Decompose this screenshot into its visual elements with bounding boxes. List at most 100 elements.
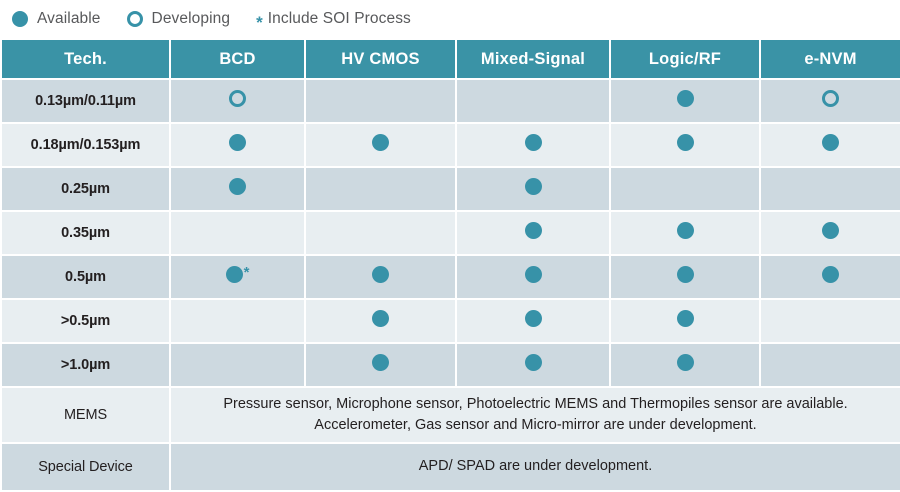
legend: Available Developing * Include SOI Proce… xyxy=(0,0,900,38)
table-row: 0.25µm xyxy=(0,166,900,212)
filled-circle-icon xyxy=(676,354,694,371)
cell-bcd xyxy=(169,122,306,168)
cell-bcd: * xyxy=(169,254,306,300)
mark-available xyxy=(524,134,542,151)
filled-circle-icon xyxy=(12,11,28,27)
hollow-circle-icon xyxy=(229,90,246,107)
table-row: 0.18µm/0.153µm xyxy=(0,122,900,168)
filled-circle-icon xyxy=(524,354,542,371)
column-header-bcd: BCD xyxy=(169,38,306,80)
mark-available xyxy=(822,222,839,239)
column-header-tech: Tech. xyxy=(0,38,171,80)
cell-hv-cmos xyxy=(304,122,457,168)
filled-circle-icon xyxy=(676,266,694,283)
asterisk-icon: * xyxy=(256,12,263,32)
technology-matrix: Tech. BCD HV CMOS Mixed-Signal Logic/RF … xyxy=(0,38,900,492)
filled-circle-icon xyxy=(524,222,542,239)
filled-circle-icon xyxy=(372,310,389,327)
mark-available xyxy=(524,178,542,195)
mark-available xyxy=(676,90,694,107)
cell-e-nvm xyxy=(759,122,900,168)
row-label-mems: MEMS xyxy=(0,386,171,444)
legend-item-developing: Developing xyxy=(126,10,231,28)
legend-item-available: Available xyxy=(12,10,101,28)
cell-logic-rf xyxy=(609,342,761,388)
mark-available xyxy=(229,134,246,151)
cell-e-nvm xyxy=(759,78,900,124)
row-label: 0.13µm/0.11µm xyxy=(0,78,171,124)
cell-logic-rf xyxy=(609,166,761,212)
cell-hv-cmos xyxy=(304,342,457,388)
cell-logic-rf xyxy=(609,298,761,344)
filled-circle-icon xyxy=(524,178,542,195)
cell-mixed-signal xyxy=(455,210,611,256)
header-row: Tech. BCD HV CMOS Mixed-Signal Logic/RF … xyxy=(0,38,900,80)
filled-circle-icon xyxy=(229,134,246,151)
row-label: >1.0µm xyxy=(0,342,171,388)
mems-note-line-2: Accelerometer, Gas sensor and Micro-mirr… xyxy=(314,417,757,433)
cell-bcd xyxy=(169,166,306,212)
table-header: Tech. BCD HV CMOS Mixed-Signal Logic/RF … xyxy=(0,38,900,80)
column-header-hv-cmos: HV CMOS xyxy=(304,38,457,80)
cell-logic-rf xyxy=(609,210,761,256)
cell-bcd xyxy=(169,342,306,388)
cell-bcd xyxy=(169,210,306,256)
table-row-special-device: Special Device APD/ SPAD are under devel… xyxy=(0,442,900,492)
mark-available xyxy=(372,310,389,327)
mark-available xyxy=(229,178,246,195)
row-label: 0.25µm xyxy=(0,166,171,212)
row-label: 0.35µm xyxy=(0,210,171,256)
mark-available xyxy=(372,354,389,371)
row-label: 0.18µm/0.153µm xyxy=(0,122,171,168)
cell-e-nvm xyxy=(759,166,900,212)
table-row: >1.0µm xyxy=(0,342,900,388)
filled-circle-icon xyxy=(225,266,243,283)
cell-mixed-signal xyxy=(455,298,611,344)
filled-circle-icon xyxy=(822,134,839,151)
row-label: >0.5µm xyxy=(0,298,171,344)
mark-available xyxy=(676,134,694,151)
legend-label-soi: Include SOI Process xyxy=(267,10,411,27)
mark-available xyxy=(822,266,839,283)
cell-bcd xyxy=(169,298,306,344)
special-device-note-cell: APD/ SPAD are under development. xyxy=(169,442,900,492)
filled-circle-icon xyxy=(676,90,694,107)
cell-logic-rf xyxy=(609,254,761,300)
table-row-mems: MEMS Pressure sensor, Microphone sensor,… xyxy=(0,386,900,444)
technology-table: Tech. BCD HV CMOS Mixed-Signal Logic/RF … xyxy=(0,38,900,492)
cell-hv-cmos xyxy=(304,298,457,344)
cell-mixed-signal xyxy=(455,122,611,168)
filled-circle-icon xyxy=(676,310,694,327)
cell-hv-cmos xyxy=(304,210,457,256)
cell-mixed-signal xyxy=(455,166,611,212)
mark-available xyxy=(676,266,694,283)
filled-circle-icon xyxy=(524,134,542,151)
column-header-logic-rf: Logic/RF xyxy=(609,38,761,80)
cell-mixed-signal xyxy=(455,342,611,388)
legend-label-developing: Developing xyxy=(151,10,231,27)
cell-hv-cmos xyxy=(304,166,457,212)
mark-available xyxy=(676,354,694,371)
hollow-circle-icon xyxy=(126,11,143,27)
row-label-special-device: Special Device xyxy=(0,442,171,492)
mark-available xyxy=(524,354,542,371)
table-row: >0.5µm xyxy=(0,298,900,344)
mark-available xyxy=(524,266,542,283)
filled-circle-icon xyxy=(676,222,694,239)
cell-e-nvm xyxy=(759,254,900,300)
filled-circle-icon xyxy=(372,266,389,283)
mark-available xyxy=(524,310,542,327)
mark-available xyxy=(676,222,694,239)
cell-hv-cmos xyxy=(304,254,457,300)
table-body: 0.13µm/0.11µm 0.18µm/0.153µm xyxy=(0,78,900,492)
filled-circle-icon xyxy=(524,266,542,283)
column-header-mixed-signal: Mixed-Signal xyxy=(455,38,611,80)
mems-note-cell: Pressure sensor, Microphone sensor, Phot… xyxy=(169,386,900,444)
table-row: 0.35µm xyxy=(0,210,900,256)
mark-available-soi: * xyxy=(225,265,249,283)
table-row: 0.13µm/0.11µm xyxy=(0,78,900,124)
special-device-note-line-1: APD/ SPAD are under development. xyxy=(418,458,653,475)
mark-developing xyxy=(229,90,246,107)
filled-circle-icon xyxy=(676,134,694,151)
hollow-circle-icon xyxy=(822,90,839,107)
